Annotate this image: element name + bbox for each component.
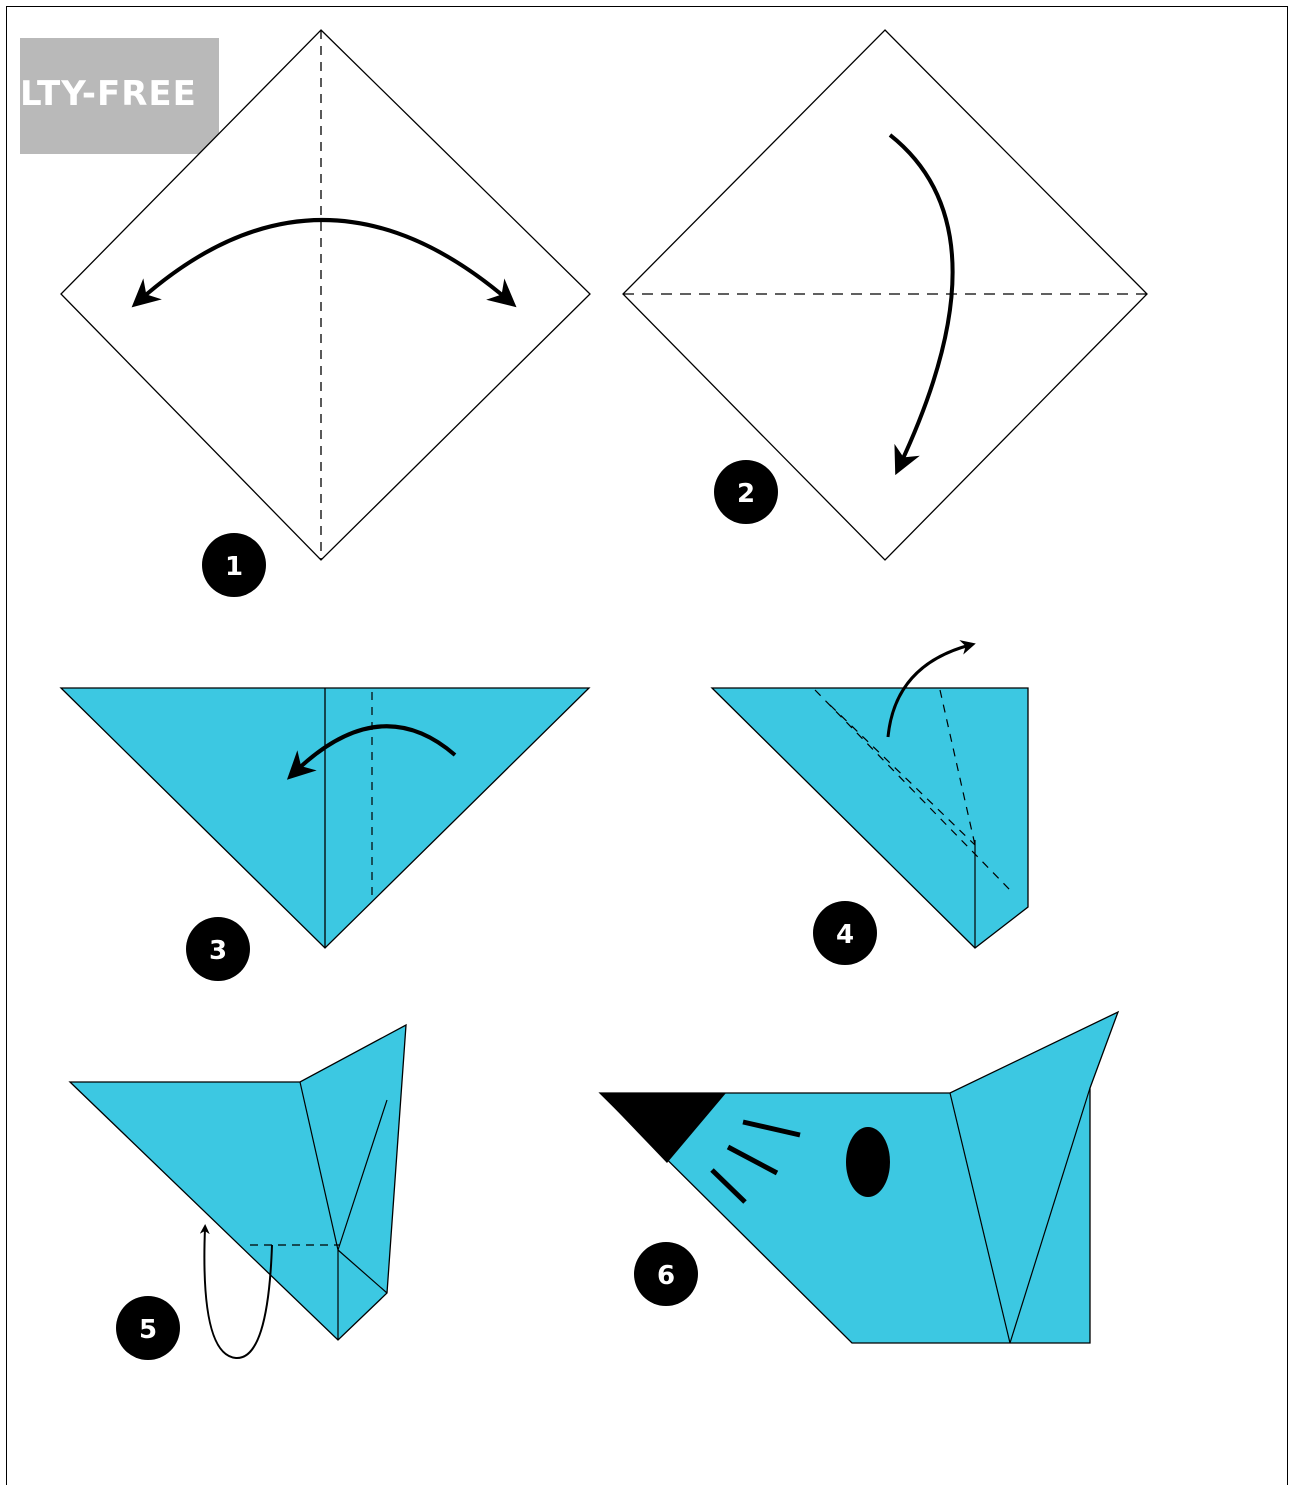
step-5-shape [70,1025,406,1340]
step-1-square [61,30,590,560]
step-5-badge: 5 [116,1296,180,1360]
step-2-square [623,30,1147,560]
step-4-diagram [712,645,1028,948]
step-3-diagram [61,688,589,948]
step-4-number: 4 [836,920,854,950]
step-2-number: 2 [737,479,755,509]
step-4-badge: 4 [813,901,877,965]
step-1-diagram [61,30,590,560]
step-6-badge: 6 [634,1242,698,1306]
step-5-number: 5 [139,1315,157,1345]
step-1-number: 1 [225,552,243,582]
step-6-eye [846,1127,890,1197]
step-5-diagram [70,1025,406,1358]
step-3-number: 3 [209,936,227,966]
step-4-shape [712,688,1028,948]
step-6-number: 6 [657,1261,675,1291]
step-2-diagram [623,30,1147,560]
step-1-badge: 1 [202,533,266,597]
step-2-badge: 2 [714,460,778,524]
step-3-badge: 3 [186,917,250,981]
